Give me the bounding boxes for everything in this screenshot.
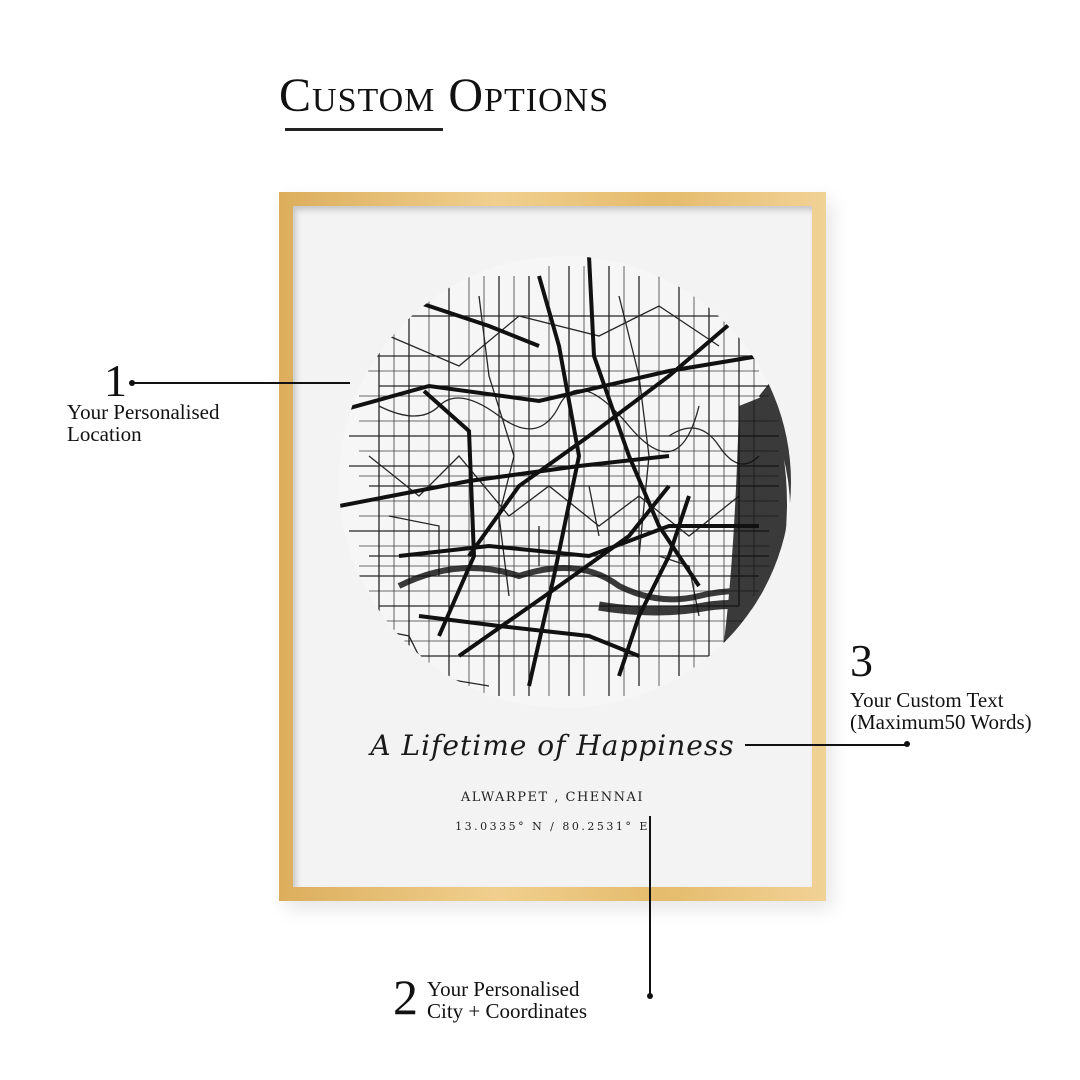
city-map-circle <box>339 256 791 708</box>
callout-3-number: 3 <box>850 635 873 686</box>
title-underline <box>285 128 443 131</box>
callout-1-label-line2: Location <box>67 422 142 446</box>
street-map-graphic <box>339 256 791 708</box>
callout-3-label-line1: Your Custom Text <box>850 688 1004 712</box>
callout-2-label-line2: City + Coordinates <box>427 999 588 1023</box>
callout-2-label-line1: Your Personalised <box>427 977 580 1001</box>
callout-1-number: 1 <box>104 355 127 406</box>
callout-1-connector <box>132 382 350 384</box>
custom-text: A Lifetime of Happiness <box>370 729 735 762</box>
callout-3-label-line2: (Maximum50 Words) <box>850 710 1032 734</box>
callout-1-label-line1: Your Personalised <box>67 400 220 424</box>
callout-3-connector <box>745 744 907 746</box>
callout-2-number: 2 <box>393 969 418 1025</box>
page-title: Custom Options <box>279 69 610 122</box>
coordinates: 13.0335° N / 80.2531° E <box>455 820 650 833</box>
poster-frame: A Lifetime of Happiness ALWARPET , CHENN… <box>279 192 826 901</box>
poster-mat: A Lifetime of Happiness ALWARPET , CHENN… <box>293 206 812 887</box>
city-name: ALWARPET , CHENNAI <box>460 790 645 805</box>
callout-2-dot <box>647 993 653 999</box>
callout-3-dot <box>904 741 910 747</box>
callout-2-connector <box>649 816 651 996</box>
